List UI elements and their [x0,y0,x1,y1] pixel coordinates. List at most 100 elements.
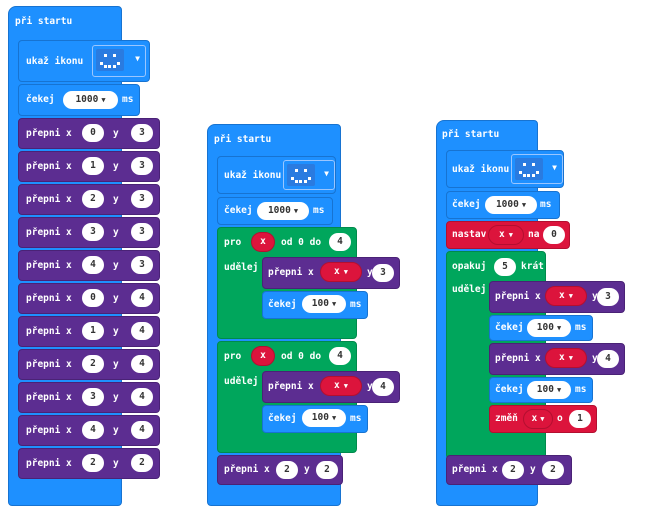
pause-value-dropdown[interactable]: 100▼ [302,295,346,313]
small-smiley-icon [515,158,543,180]
toggle-label: přepni x [26,161,72,172]
pause-label: čekej [224,205,253,216]
pause-value-dropdown[interactable]: 100▼ [302,409,346,427]
ms-label: ms [540,199,552,210]
toggle-label: přepni x [268,267,314,278]
loop-end-value[interactable]: 4 [329,233,351,251]
y-value[interactable]: 3 [597,288,619,306]
toggle-label: přepni x [26,227,72,238]
x-value[interactable]: 1 [82,322,104,340]
by-label: o [557,413,563,424]
y-label: y [113,161,119,172]
x-variable-dropdown[interactable]: x▼ [320,376,362,396]
ms-label: ms [350,413,362,424]
pause-label: čekej [495,384,524,395]
x-variable-dropdown[interactable]: x▼ [545,286,587,306]
x-value[interactable]: 2 [276,461,298,479]
loop-variable-x[interactable]: x [251,346,275,366]
x-variable-dropdown[interactable]: x▼ [523,409,553,429]
chevron-down-icon: ▼ [135,54,140,63]
toggle-block[interactable] [18,316,160,347]
icon-dropdown[interactable]: ▼ [511,154,563,184]
x-variable-dropdown[interactable]: x▼ [545,348,587,368]
pause-value-dropdown[interactable]: 1000▼ [257,202,309,220]
repeat-count[interactable]: 5 [494,258,516,276]
times-label: krát [521,261,544,272]
toggle-label: přepni x [495,291,541,302]
for-label: pro [224,351,242,362]
y-label: y [113,227,119,238]
y-value[interactable]: 3 [131,223,153,241]
x-variable-dropdown[interactable]: x▼ [488,225,524,245]
x-value[interactable]: 3 [82,223,104,241]
y-value[interactable]: 3 [372,264,394,282]
icon-dropdown[interactable]: ▼ [92,45,146,77]
y-value[interactable]: 4 [131,289,153,307]
y-label: y [113,194,119,205]
toggle-label: přepni x [26,392,72,403]
x-value[interactable]: 3 [82,388,104,406]
y-value[interactable]: 3 [131,124,153,142]
y-label: y [367,381,373,392]
y-value[interactable]: 4 [131,421,153,439]
y-label: y [592,291,598,302]
change-label: změň [495,413,518,424]
x-value[interactable]: 2 [82,355,104,373]
y-value[interactable]: 4 [131,355,153,373]
loop-end-value[interactable]: 4 [329,347,351,365]
y-label: y [304,464,310,475]
loop-variable-x[interactable]: x [251,232,275,252]
show-icon-label: ukaž ikonu [452,164,510,175]
y-value[interactable]: 4 [372,378,394,396]
pause-label: čekej [268,299,297,310]
x-value[interactable]: 4 [82,256,104,274]
on-start-label: při startu [15,16,73,27]
y-value[interactable]: 3 [131,157,153,175]
y-value[interactable]: 3 [131,190,153,208]
y-label: y [367,267,373,278]
toggle-label: přepni x [26,128,72,139]
x-value[interactable]: 2 [502,461,524,479]
set-label: nastav [452,229,487,240]
y-value[interactable]: 2 [542,461,564,479]
pause-value-dropdown[interactable]: 100▼ [527,381,571,399]
y-value[interactable]: 3 [131,256,153,274]
toggle-label: přepni x [224,464,270,475]
pause-label: čekej [495,322,524,333]
y-value[interactable]: 4 [597,350,619,368]
x-variable-dropdown[interactable]: x▼ [320,262,362,282]
y-value[interactable]: 4 [131,388,153,406]
from0to-label: od 0 do [281,351,322,362]
do-label: udělej [452,284,487,295]
y-label: y [113,260,119,271]
small-smiley-icon [287,164,315,186]
y-label: y [113,326,119,337]
set-value[interactable]: 0 [543,226,565,244]
change-value[interactable]: 1 [569,410,591,428]
y-value[interactable]: 2 [316,461,338,479]
x-value[interactable]: 1 [82,157,104,175]
pause-value-dropdown[interactable]: 1000▼ [485,196,537,214]
pause-value-dropdown[interactable]: 100▼ [527,319,571,337]
y-value[interactable]: 4 [131,322,153,340]
x-value[interactable]: 4 [82,421,104,439]
chevron-down-icon: ▼ [552,163,557,172]
repeat-label: opakuj [452,261,487,272]
y-label: y [592,353,598,364]
x-value[interactable]: 0 [82,289,104,307]
x-value[interactable]: 0 [82,124,104,142]
x-value[interactable]: 2 [82,190,104,208]
ms-label: ms [575,322,587,333]
pause-value-dropdown[interactable]: 1000▼ [63,91,118,109]
y-label: y [113,392,119,403]
toggle-label: přepni x [26,326,72,337]
toggle-label: přepni x [26,458,72,469]
do-label: udělej [224,262,259,273]
show-icon-label: ukaž ikonu [26,56,84,67]
icon-dropdown[interactable]: ▼ [283,160,335,190]
y-label: y [113,458,119,469]
pause-block[interactable] [217,197,333,225]
y-value[interactable]: 2 [131,454,153,472]
x-value[interactable]: 2 [82,454,104,472]
toggle-label: přepni x [26,194,72,205]
